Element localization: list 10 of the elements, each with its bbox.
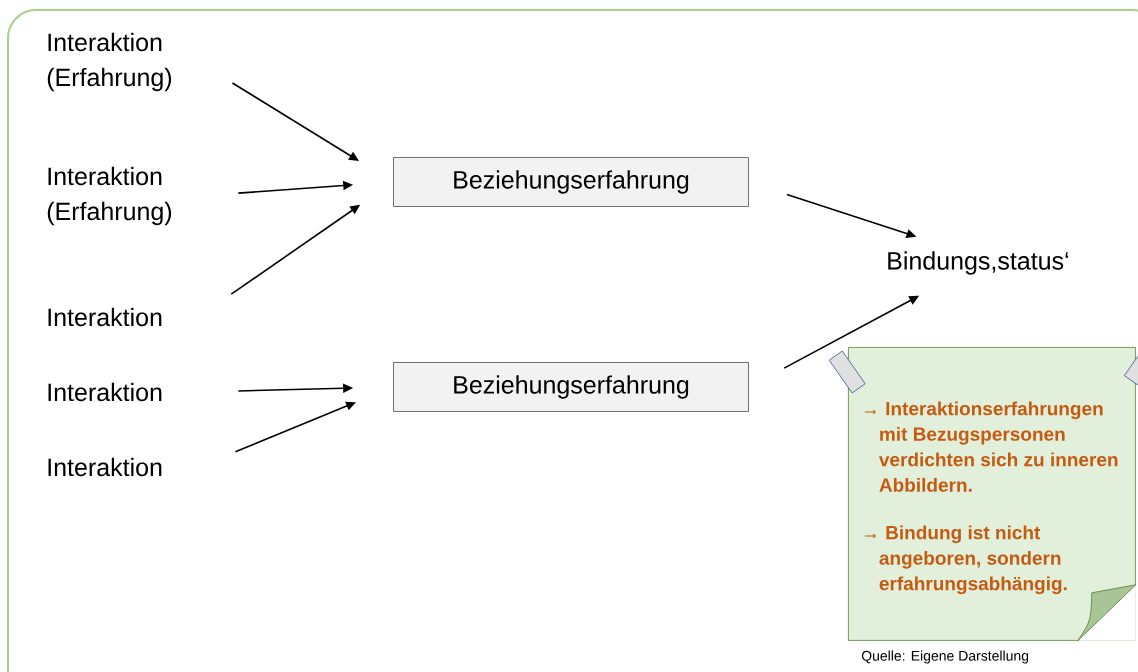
node-text: Interaktion (Erfahrung) [47, 166, 172, 226]
node-text: Interaktion [48, 457, 162, 477]
process-box: Beziehungserfahrung [393, 362, 749, 412]
process-box: Beziehungserfahrung [393, 157, 749, 207]
sticky-note: → Interaktionserfahrungen mit Bezugspersonen verdichten sich zu inneren Abbildern. → Bindung ist nicht angeboren, sondern erfahrungsabhängig. [828, 342, 1138, 642]
node-text: Interaktion [48, 307, 162, 327]
node-text: Bindungs,status‘ [888, 251, 1069, 275]
node-text: Interaktion (Erfahrung) [47, 32, 172, 92]
node-text: Interaktion [48, 382, 162, 402]
arrow [231, 82, 359, 161]
